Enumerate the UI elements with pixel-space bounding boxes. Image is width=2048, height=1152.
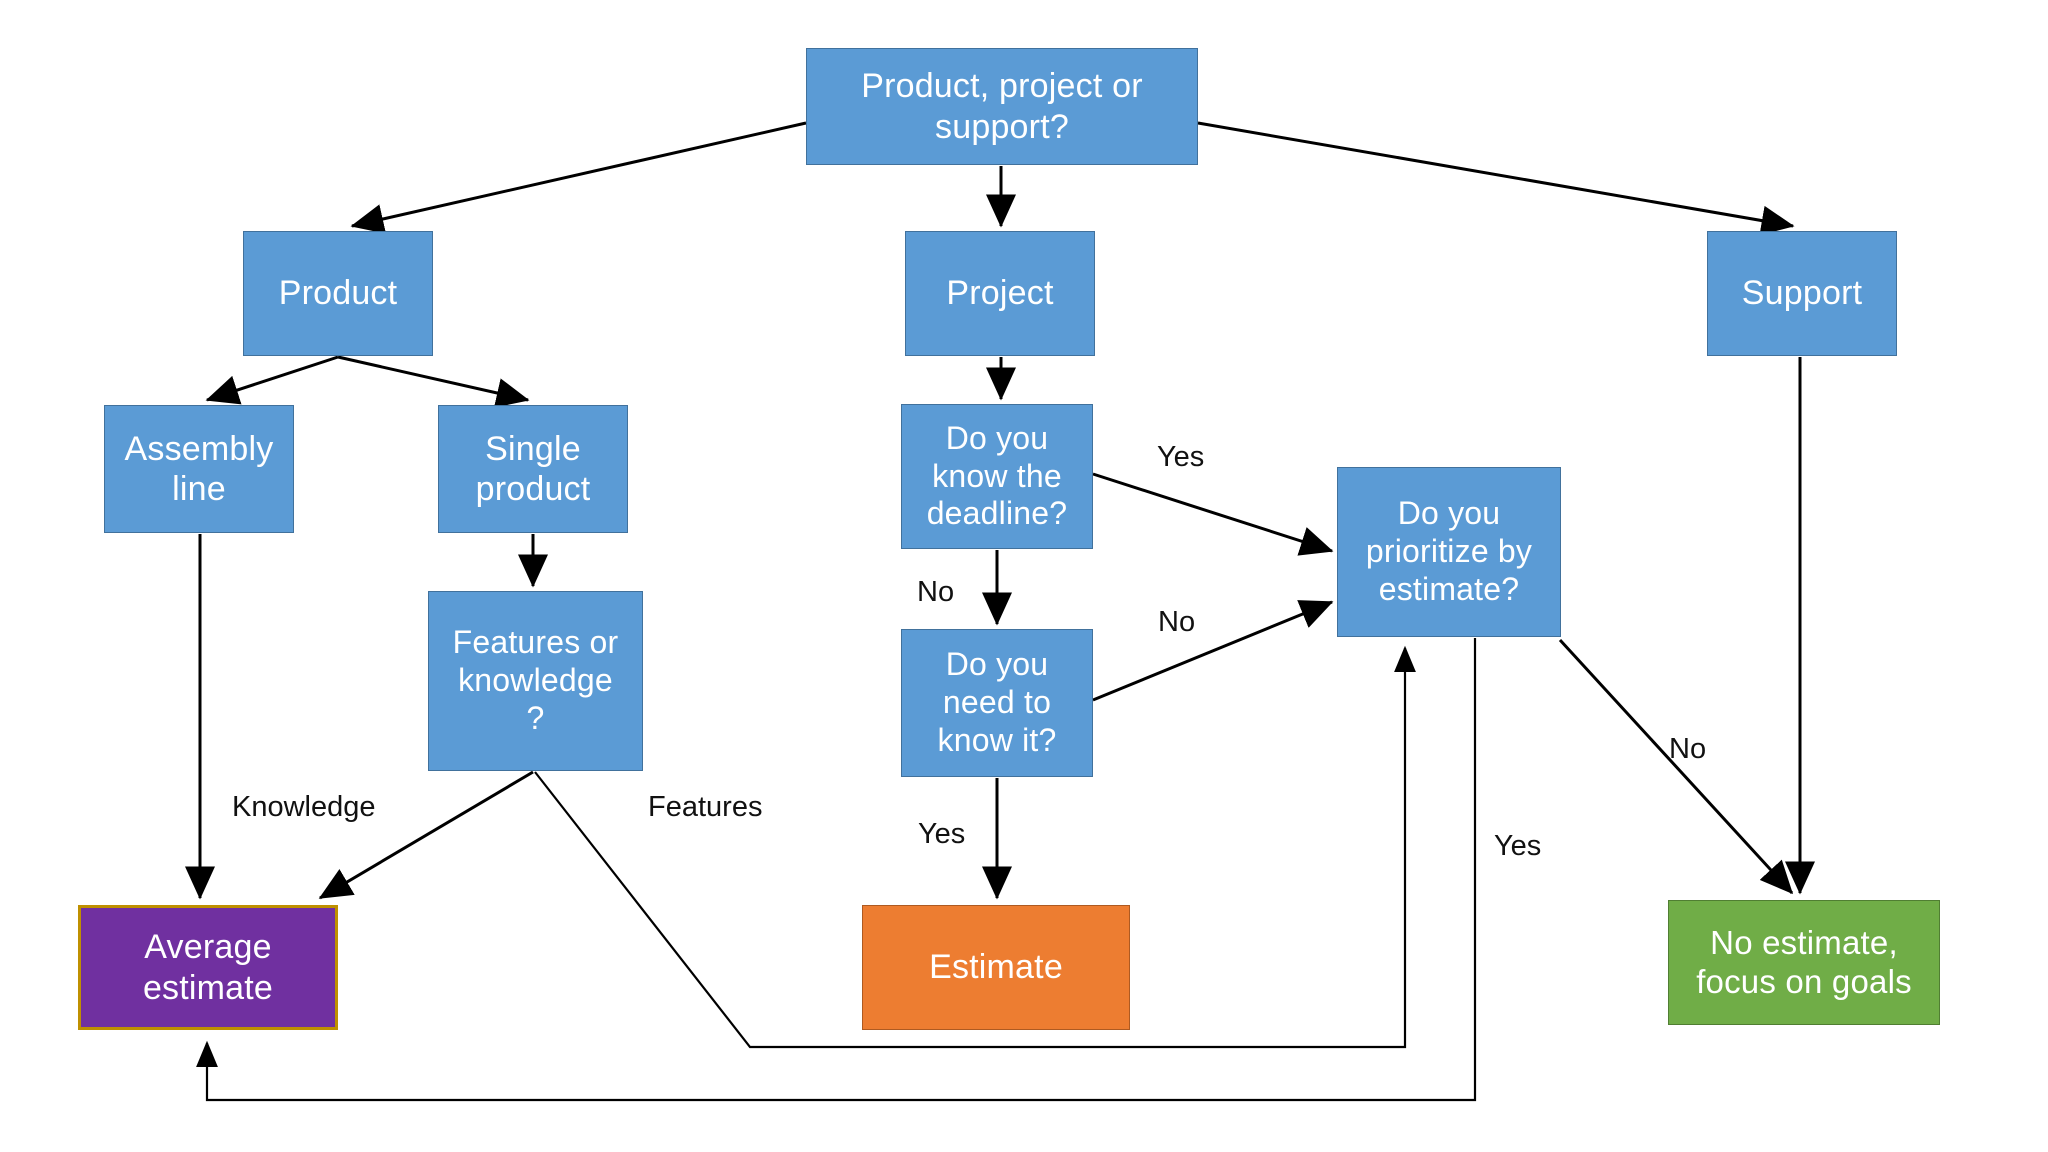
- edge-needknow-prioritize: [1092, 600, 1334, 702]
- edge-prioritize-average: [196, 638, 1477, 1102]
- node-assembly-line[interactable]: Assembly line: [104, 405, 294, 533]
- node-no-estimate-focus-on-goals[interactable]: No estimate, focus on goals: [1668, 900, 1940, 1025]
- node-know-the-deadline[interactable]: Do you know the deadline?: [901, 404, 1093, 549]
- node-average-estimate[interactable]: Average estimate: [78, 905, 338, 1030]
- edge-label-features: Features: [648, 791, 763, 823]
- edge-label-needknow-no: No: [1158, 606, 1196, 638]
- node-estimate[interactable]: Estimate: [862, 905, 1130, 1030]
- node-project[interactable]: Project: [905, 231, 1095, 356]
- edge-prioritize-noestimate: [1558, 638, 1794, 895]
- node-need-to-know-it[interactable]: Do you need to know it?: [901, 629, 1093, 777]
- edge-label-needknow-yes: Yes: [918, 818, 966, 850]
- node-root[interactable]: Product, project or support?: [806, 48, 1198, 165]
- node-single-product[interactable]: Single product: [438, 405, 628, 533]
- edge-label-deadline-yes: Yes: [1157, 441, 1205, 473]
- node-support[interactable]: Support: [1707, 231, 1897, 356]
- edge-label-prioritize-no: No: [1669, 733, 1707, 765]
- edge-product-single: [337, 355, 530, 408]
- edge-label-prioritize-yes: Yes: [1494, 830, 1542, 862]
- node-product[interactable]: Product: [243, 231, 433, 356]
- edge-root-support: [1197, 121, 1795, 236]
- node-features-or-knowledge[interactable]: Features or knowledge ?: [428, 591, 643, 771]
- edge-root-product: [350, 121, 807, 234]
- edge-label-deadline-no: No: [917, 576, 955, 608]
- edge-label-knowledge: Knowledge: [232, 791, 376, 823]
- edge-deadline-prioritize: [1092, 472, 1334, 556]
- edge-product-assembly: [205, 355, 339, 405]
- node-prioritize-by-estimate[interactable]: Do you prioritize by estimate?: [1337, 467, 1561, 637]
